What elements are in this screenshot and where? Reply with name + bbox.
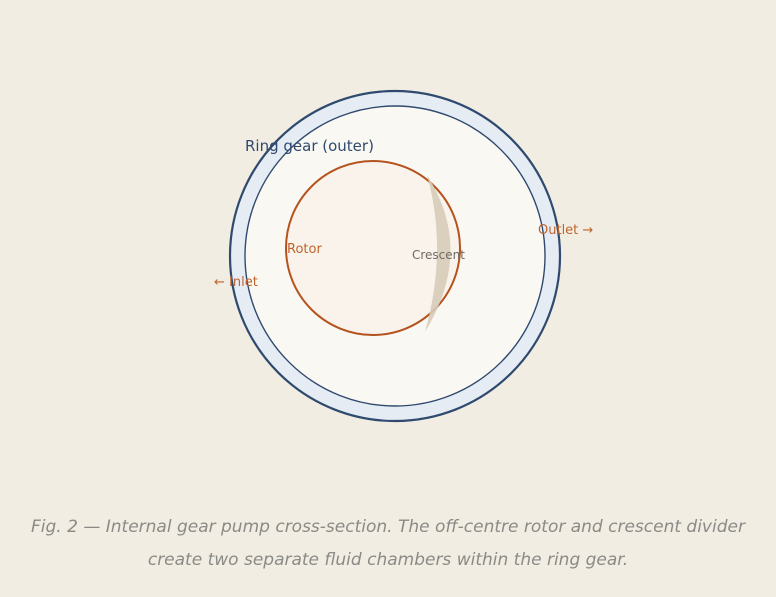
crescent-divider bbox=[425, 175, 451, 332]
outlet-label: Outlet → bbox=[538, 223, 593, 238]
rotor-label: Rotor bbox=[287, 242, 322, 257]
caption-line-2: create two separate fluid chambers withi… bbox=[147, 550, 629, 570]
gear-pump-diagram: Ring gear (outer) Rotor Crescent ← Inlet… bbox=[214, 89, 593, 423]
crescent-label: Crescent bbox=[412, 248, 465, 262]
ring-gear-label: Ring gear (outer) bbox=[245, 137, 374, 155]
inlet-label: ← Inlet bbox=[214, 275, 258, 290]
figure-caption: Fig. 2 — Internal gear pump cross-sectio… bbox=[0, 511, 776, 577]
caption-line-1: Fig. 2 — Internal gear pump cross-sectio… bbox=[31, 517, 745, 537]
rotor bbox=[285, 160, 461, 336]
